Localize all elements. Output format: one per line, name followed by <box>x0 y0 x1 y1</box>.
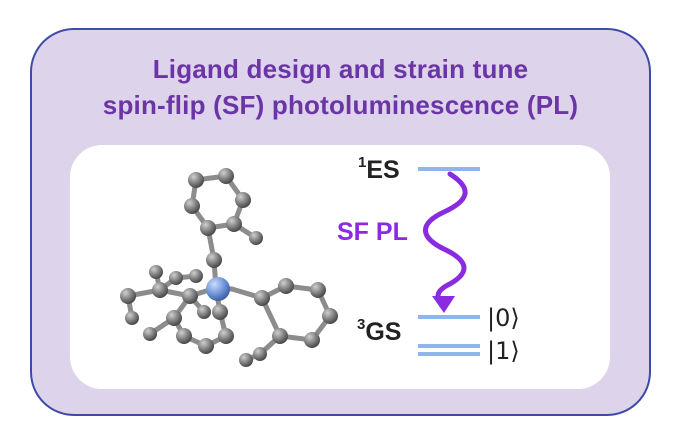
ket-1-label: |1⟩ <box>487 337 520 365</box>
metal-center-atom <box>206 277 230 301</box>
title-line-1: Ligand design and strain tune <box>152 54 529 84</box>
ket-0-label: |0⟩ <box>487 304 520 332</box>
excited-state-label: 1ES <box>358 154 400 184</box>
sf-pl-label: SF PL <box>337 218 408 246</box>
wavy-arrow-icon <box>423 171 468 313</box>
molecule-ball-and-stick-icon <box>120 168 338 367</box>
ground-state-label: 3GS <box>357 316 401 346</box>
title-line-2: spin-flip (SF) photoluminescence (PL) <box>102 90 579 120</box>
